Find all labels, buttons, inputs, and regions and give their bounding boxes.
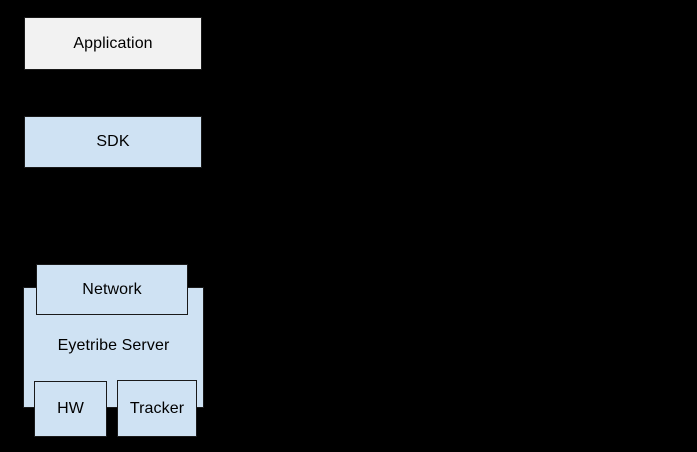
node-tracker[interactable]: Tracker <box>117 380 197 437</box>
node-sdk[interactable]: SDK <box>24 116 202 168</box>
node-application[interactable]: Application <box>24 17 202 70</box>
node-tracker-label: Tracker <box>129 399 185 417</box>
node-network-label: Network <box>82 280 142 298</box>
node-hw-label: HW <box>57 400 84 418</box>
node-hw[interactable]: HW <box>34 381 107 437</box>
node-network[interactable]: Network <box>36 264 188 315</box>
node-sdk-label: SDK <box>96 133 130 151</box>
node-application-label: Application <box>73 34 153 52</box>
node-eyetribe-server-label: Eyetribe Server <box>57 337 170 354</box>
